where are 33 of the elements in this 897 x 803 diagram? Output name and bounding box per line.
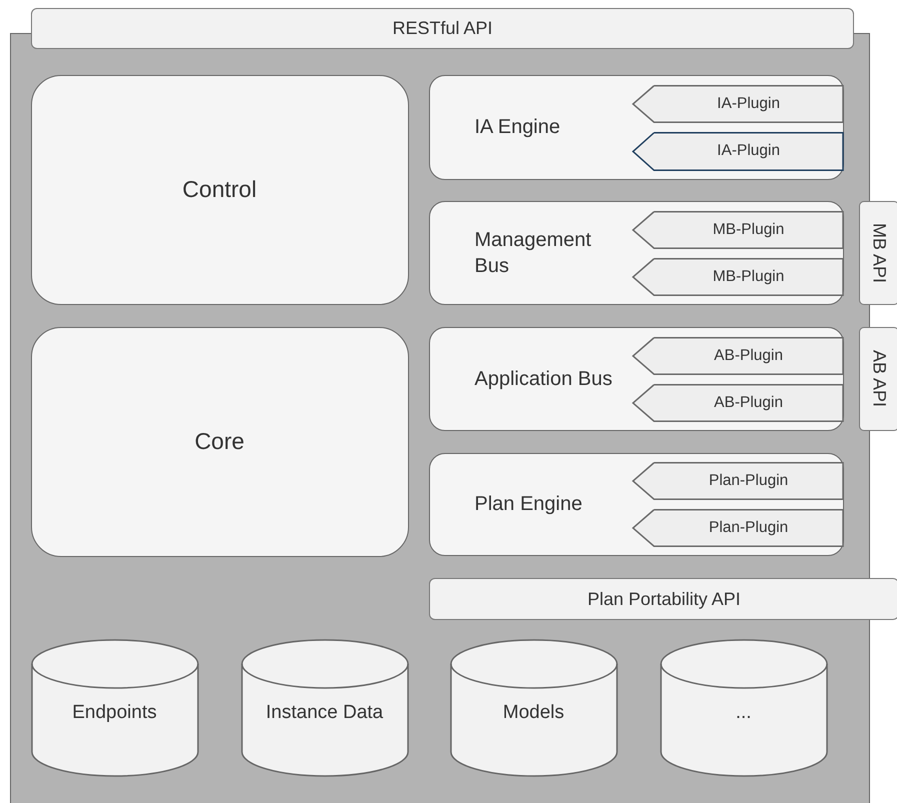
component-label: MB-Plugin (712, 266, 784, 287)
component-label: IA-Plugin (717, 141, 780, 162)
component-label: IA-Plugin (717, 94, 780, 114)
component-label: Endpoints (72, 702, 157, 724)
component-label: Plan-Plugin (708, 470, 788, 491)
component-label: MB-Plugin (712, 220, 784, 240)
component-label: AB API (868, 350, 890, 408)
component-label: ... (736, 702, 752, 724)
component-label: Core (194, 428, 244, 455)
api-bar (31, 8, 854, 49)
system-container (10, 33, 870, 803)
component-label: Plan Engine (474, 492, 582, 517)
component-label: Plan-Plugin (708, 518, 788, 538)
api-bar (429, 578, 897, 620)
component-label: Application Bus (474, 366, 612, 392)
component-label: MB API (868, 222, 890, 284)
component-label: Control (182, 176, 257, 203)
api-tab (859, 327, 897, 431)
component-box (428, 326, 844, 430)
component-box (30, 326, 408, 556)
component-label: RESTful API (392, 18, 493, 39)
component-label: AB-Plugin (714, 346, 783, 366)
api-tab (859, 201, 897, 305)
component-label: Models (502, 702, 564, 724)
component-label: Instance Data (266, 702, 384, 724)
component-label: AB-Plugin (714, 392, 783, 413)
component-box (428, 452, 844, 556)
component-box (428, 200, 844, 304)
component-label: Management Bus (474, 228, 592, 278)
component-box (30, 74, 408, 304)
component-label: Plan Portability API (587, 588, 741, 610)
component-label: IA Engine (474, 115, 560, 140)
component-box (428, 74, 844, 180)
